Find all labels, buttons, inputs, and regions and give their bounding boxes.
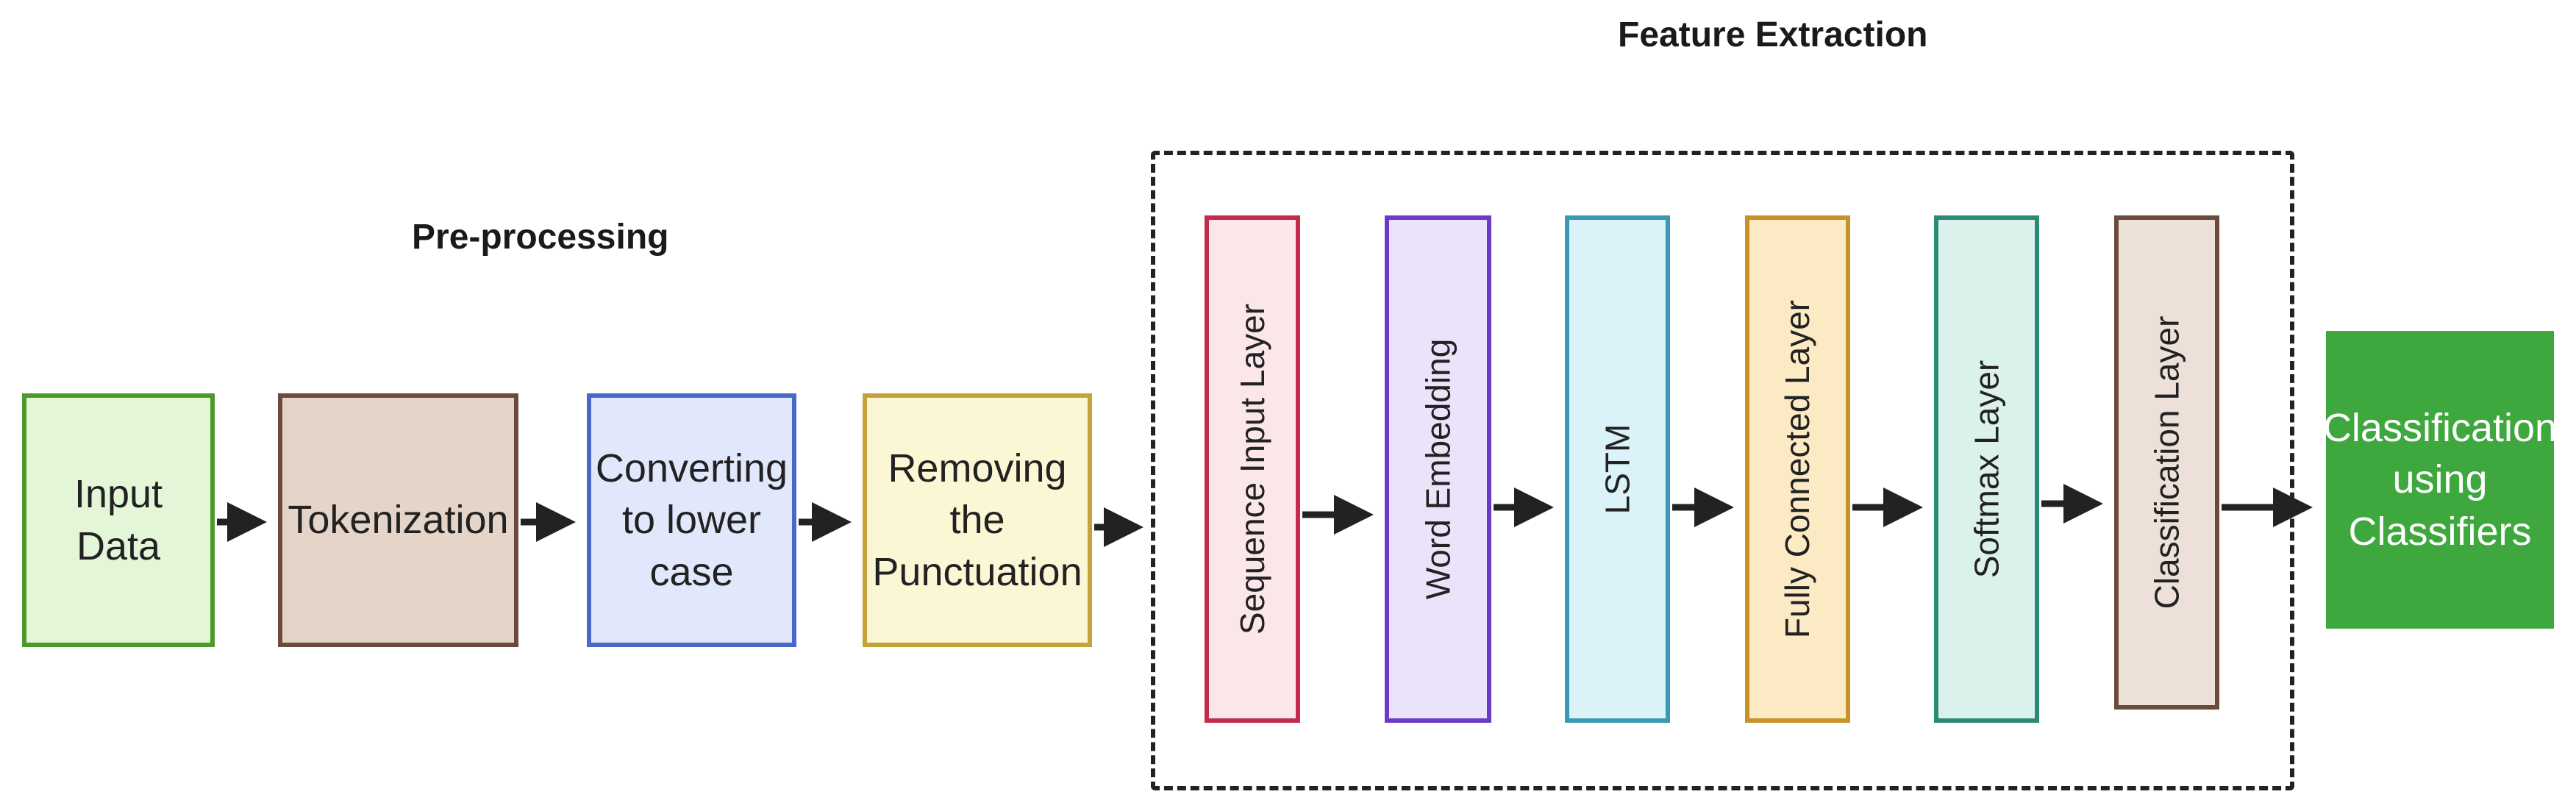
- classifiers-output-label: Classification using Classifiers: [2322, 406, 2558, 554]
- sequence-input-layer-box: Sequence Input Layer: [1205, 215, 1300, 723]
- fully-connected-layer-box: Fully Connected Layer: [1745, 215, 1850, 723]
- feature-extraction-title: Feature Extraction: [1618, 15, 1928, 54]
- lowercase-box: Converting to lower case: [587, 393, 796, 647]
- tokenization-label: Tokenization: [288, 498, 509, 543]
- preprocessing-title: Pre-processing: [412, 218, 669, 257]
- remove-punctuation-label: Removing the Punctuation: [872, 446, 1082, 594]
- feature-extraction-container: [1151, 151, 2294, 790]
- remove-punctuation-box: Removing the Punctuation: [863, 393, 1092, 647]
- arrow-group: [217, 484, 2313, 547]
- word-embedding-box: Word Embedding: [1385, 215, 1491, 723]
- tokenization-box: Tokenization: [278, 393, 518, 647]
- classifiers-output-box: Classification using Classifiers: [2322, 331, 2558, 629]
- input-data-label: Input Data: [74, 472, 163, 568]
- input-data-box: Input Data: [22, 393, 215, 647]
- softmax-layer-box: Softmax Layer: [1934, 215, 2039, 723]
- lstm-box: LSTM: [1565, 215, 1670, 723]
- lowercase-label: Converting to lower case: [595, 446, 788, 594]
- classification-layer-box: Classification Layer: [2114, 215, 2219, 710]
